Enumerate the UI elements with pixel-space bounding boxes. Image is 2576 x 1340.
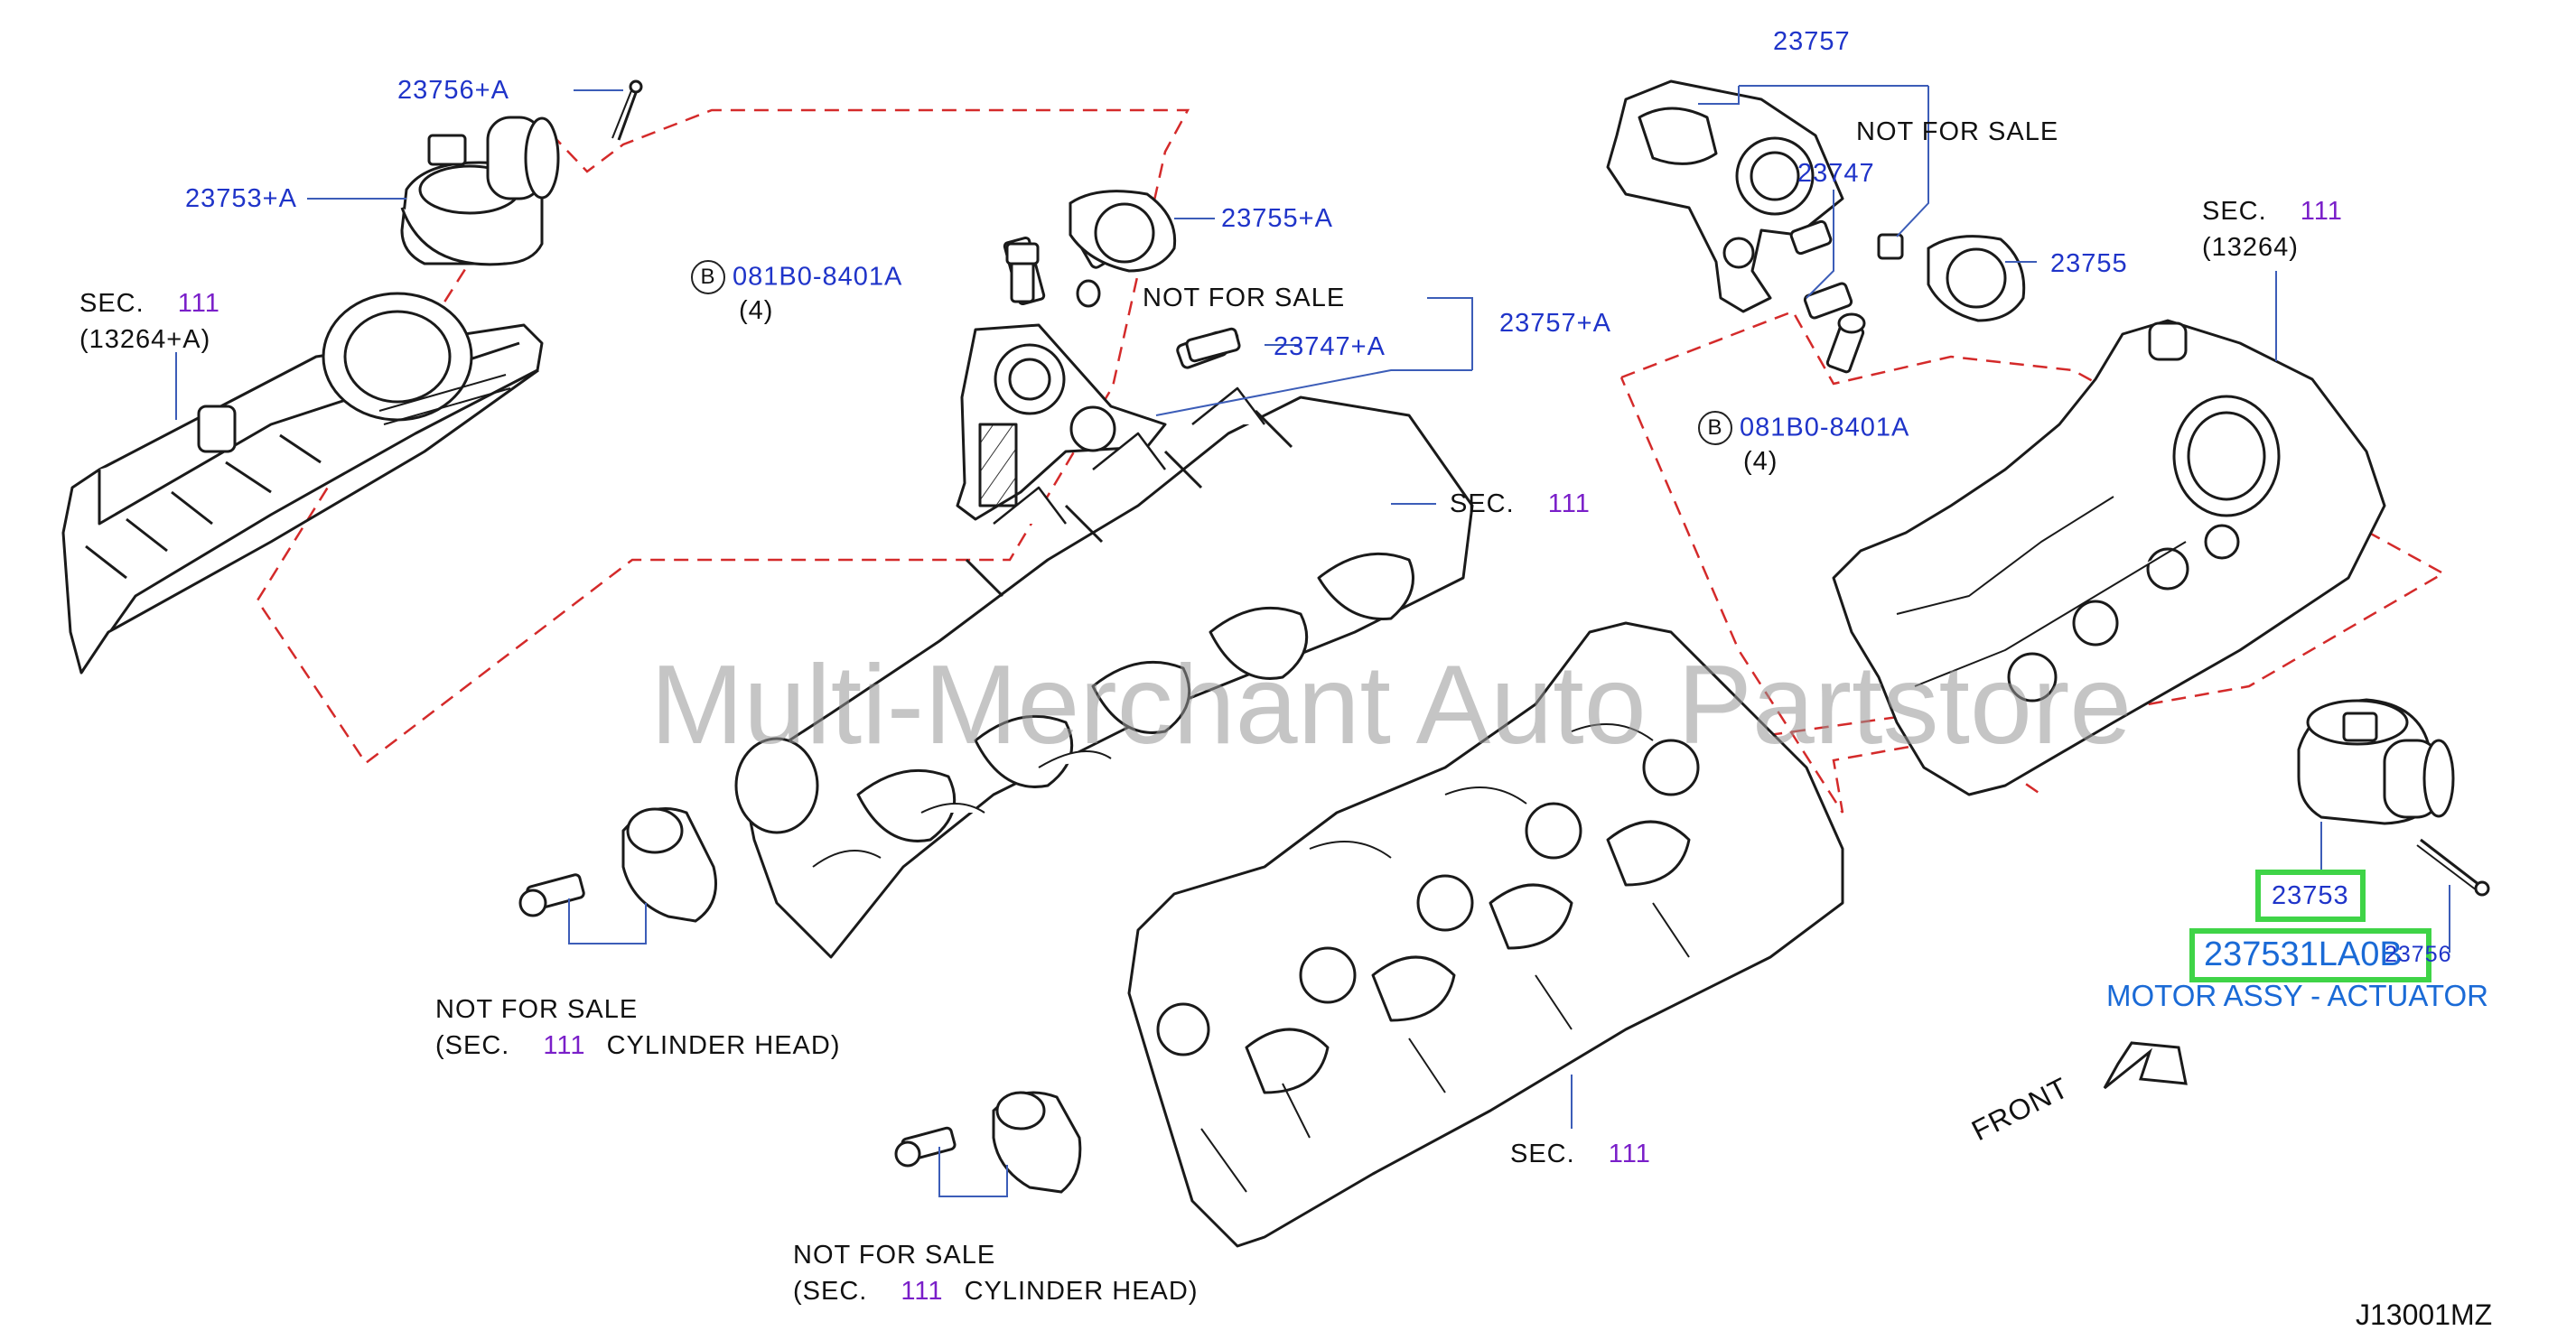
intake-manifold	[734, 386, 1474, 959]
label-23753a[interactable]: 23753+A	[185, 184, 297, 213]
label-23757a[interactable]: 23757+A	[1499, 309, 1611, 338]
not-for-sale-left-1: NOT FOR SALE	[435, 995, 639, 1024]
bolt-ref-left[interactable]: B 081B0-8401A	[691, 260, 902, 294]
valve-cover-left	[61, 292, 544, 675]
section-ref-mid[interactable]: SEC. 111	[1450, 491, 1591, 517]
sensor-left	[518, 807, 717, 923]
label-23755a[interactable]: 23755+A	[1221, 204, 1333, 233]
bolt-code-left: 081B0-8401A	[733, 262, 903, 292]
bolt-code-right: 081B0-8401A	[1740, 413, 1910, 442]
not-for-sale-left-2: (SEC. 111 CYLINDER HEAD)	[435, 1033, 841, 1059]
section-ref-left-number: 111	[177, 289, 220, 318]
highlight-part-number	[2189, 928, 2431, 982]
nfs-bot-sec: (SEC.	[793, 1277, 868, 1306]
section-ref-left-label: SEC.	[79, 289, 145, 318]
bolt-circle-icon: B	[691, 260, 725, 294]
label-23757[interactable]: 23757	[1773, 27, 1851, 56]
nfs-bot-sec-number: 111	[901, 1277, 944, 1306]
leader-lines	[175, 85, 2450, 1197]
section-ref-mid-label: SEC.	[1450, 489, 1515, 518]
section-ref-left-sub: (13264+A)	[79, 325, 211, 354]
label-23747[interactable]: 23747	[1797, 159, 1875, 188]
bolts-mid	[1005, 242, 1241, 363]
not-for-sale-top: NOT FOR SALE	[1856, 117, 2059, 146]
part-number[interactable]: 237531LA0B	[2204, 935, 2403, 973]
label-23755[interactable]: 23755	[2050, 249, 2128, 278]
nfs-left-sec: (SEC.	[435, 1031, 510, 1060]
not-for-sale-mid: NOT FOR SALE	[1143, 284, 1346, 312]
section-ref-bottom[interactable]: SEC. 111	[1510, 1141, 1651, 1168]
sensor-bottom	[894, 1091, 1082, 1194]
diagram-code: J13001MZ	[2356, 1298, 2493, 1331]
section-ref-left[interactable]: SEC. 111	[79, 291, 220, 317]
watermark: Multi-Merchant Auto Partstore	[650, 643, 2133, 768]
bolt-qty-right: (4)	[1743, 447, 1778, 476]
section-ref-right[interactable]: SEC. 111	[2202, 199, 2343, 225]
section-ref-bottom-number: 111	[1608, 1140, 1651, 1168]
throttle-body-right	[1606, 79, 1904, 313]
gasket-mid	[1069, 190, 1177, 273]
bolt-qty-left: (4)	[739, 296, 774, 325]
valve-cover-right	[1832, 319, 2386, 796]
nfs-bot-cyl: CYLINDER HEAD)	[964, 1277, 1199, 1306]
section-ref-right-label: SEC.	[2202, 197, 2267, 226]
not-for-sale-bottom-2: (SEC. 111 CYLINDER HEAD)	[793, 1279, 1199, 1305]
label-23753[interactable]: 23753	[2272, 881, 2349, 910]
highlight-23753	[2255, 870, 2366, 922]
not-for-sale-bottom-1: NOT FOR SALE	[793, 1241, 996, 1270]
actuator-motor-right	[2297, 698, 2490, 897]
front-arrow-icon	[2103, 1041, 2188, 1090]
section-ref-mid-number: 111	[1547, 489, 1591, 518]
section-ref-right-sub: (13264)	[2202, 233, 2299, 262]
section-ref-bottom-label: SEC.	[1510, 1140, 1575, 1168]
gasket-right	[1927, 235, 2026, 322]
section-ref-right-number: 111	[2300, 197, 2343, 226]
bolt-ref-right[interactable]: B 081B0-8401A	[1698, 411, 1909, 445]
label-23756[interactable]: 23756	[2385, 942, 2452, 967]
nfs-left-cyl: CYLINDER HEAD)	[606, 1031, 841, 1060]
label-23756a[interactable]: 23756+A	[397, 76, 509, 105]
part-description[interactable]: MOTOR ASSY - ACTUATOR	[2106, 979, 2488, 1012]
actuator-motor-top	[400, 79, 643, 266]
bolt-circle-icon-right: B	[1698, 411, 1732, 445]
cylinder-head	[1127, 621, 1844, 1248]
bolts-right	[1803, 282, 1866, 374]
label-23747a[interactable]: 23747+A	[1274, 332, 1386, 361]
nfs-left-sec-number: 111	[543, 1031, 586, 1060]
